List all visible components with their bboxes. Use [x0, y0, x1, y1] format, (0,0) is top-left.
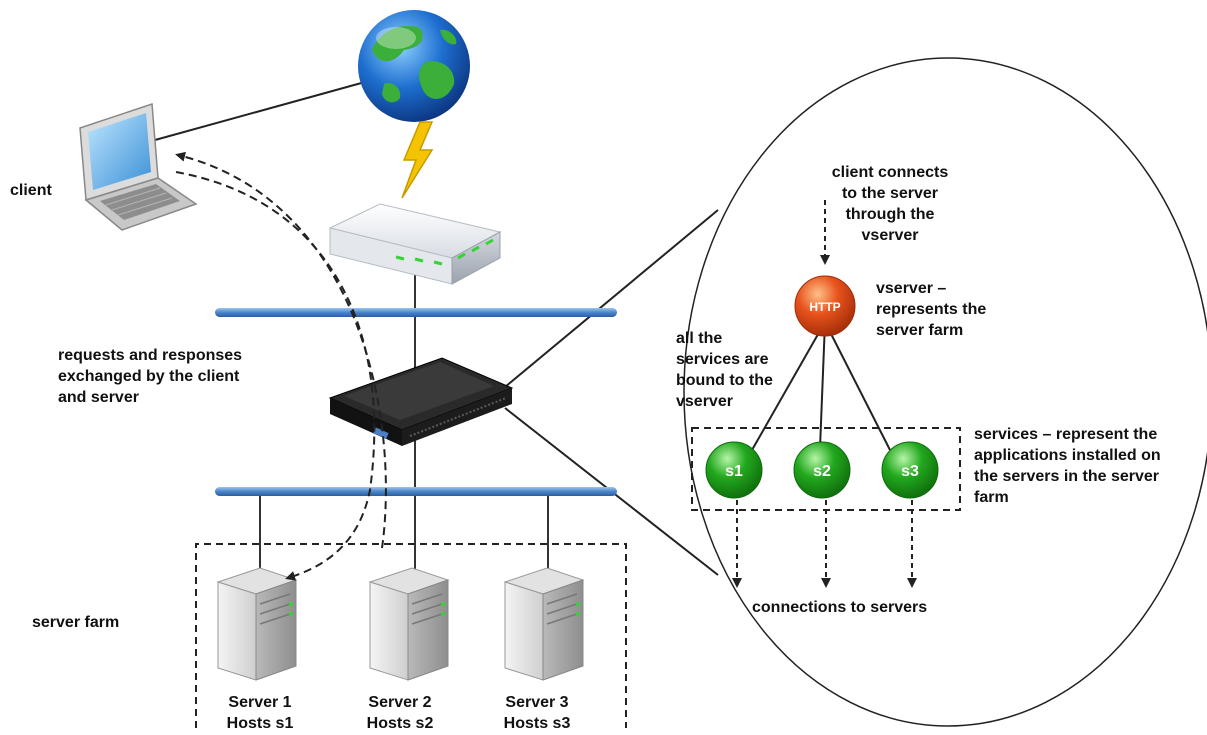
request-flow-arrow — [175, 151, 387, 549]
server-farm-label: server farm — [32, 614, 120, 631]
detail-ellipse — [683, 57, 1207, 727]
bound-description-line: services are — [676, 351, 769, 368]
services-description-line: farm — [974, 489, 1009, 506]
server-icon — [216, 567, 298, 681]
requests-label: requests and responses exchanged by the … — [58, 345, 242, 408]
server-icon — [368, 567, 450, 681]
router-icon — [328, 203, 502, 285]
client-connects-line: client connects — [831, 164, 949, 181]
client-connects-label: client connects to the server through th… — [800, 162, 980, 246]
server-1-label: Server 1 Hosts s1 — [210, 692, 310, 734]
server-hosts: Hosts s3 — [503, 715, 571, 732]
requests-label-line: and server — [58, 389, 139, 406]
service-label-s2: s2 — [813, 463, 831, 480]
services-description-line: services – represent the — [974, 426, 1158, 443]
vserver-description: vserver – represents the server farm — [876, 278, 986, 341]
bound-description-line: vserver — [676, 393, 733, 410]
network-bar-lower — [215, 487, 617, 496]
requests-label-line: requests and responses — [58, 347, 243, 364]
service-node-s3 — [881, 441, 939, 499]
bound-description-line: all the — [676, 330, 723, 347]
client-connects-line: to the server — [841, 185, 939, 202]
bound-description-line: bound to the — [676, 372, 773, 389]
client-label: client — [10, 182, 52, 199]
zoom-line-top — [504, 209, 719, 388]
service-node-s2 — [793, 441, 851, 499]
vserver-node — [794, 275, 856, 337]
connections-label: connections to servers — [752, 599, 928, 616]
vserver-node-label: HTTP — [809, 300, 840, 314]
server-name: Server 1 — [228, 694, 292, 711]
server-name: Server 2 — [368, 694, 432, 711]
service-label-s1: s1 — [725, 463, 743, 480]
vserver-description-line: server farm — [876, 322, 964, 339]
service-node-s1 — [705, 441, 763, 499]
laptop-icon — [79, 102, 198, 231]
server-hosts: Hosts s1 — [226, 715, 294, 732]
server-hosts: Hosts s2 — [366, 715, 434, 732]
network-bar-upper — [215, 308, 617, 317]
bound-description: all the services are bound to the vserve… — [676, 328, 773, 412]
services-description-line: applications installed on — [974, 447, 1161, 464]
bind-line-s2 — [819, 321, 826, 449]
client-connects-line: vserver — [861, 227, 919, 244]
requests-label-line: exchanged by the client — [58, 368, 240, 385]
appliance-icon — [328, 357, 514, 446]
server-3-label: Server 3 Hosts s3 — [487, 692, 587, 734]
client-connects-line: through the — [845, 206, 935, 223]
bind-line-s3 — [824, 321, 891, 451]
server-name: Server 3 — [505, 694, 569, 711]
server-farm-box — [195, 543, 627, 728]
vserver-description-line: vserver – — [876, 280, 947, 297]
services-description: services – represent the applications in… — [974, 424, 1161, 508]
vserver-description-line: represents the — [876, 301, 987, 318]
lightning-icon — [401, 121, 434, 199]
service-label-s3: s3 — [901, 463, 919, 480]
server-2-label: Server 2 Hosts s2 — [350, 692, 450, 734]
globe-icon — [358, 10, 470, 122]
laptop-to-internet-line — [154, 81, 366, 141]
services-description-line: the servers in the server — [974, 468, 1159, 485]
server-icon — [503, 567, 585, 681]
